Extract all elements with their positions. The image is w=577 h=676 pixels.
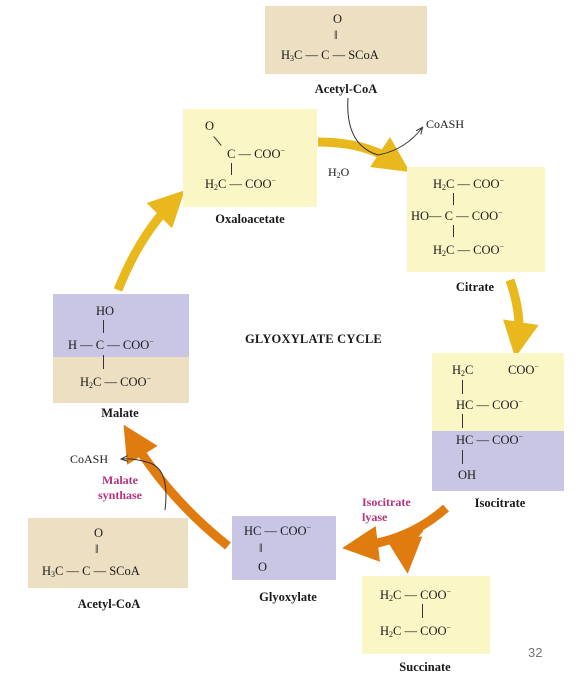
malate-ho: HO bbox=[96, 304, 115, 318]
malate-row3: H2C — COO− bbox=[80, 374, 152, 390]
citrate-row1: H2C — COO− bbox=[433, 176, 505, 192]
malate-box-top bbox=[53, 294, 189, 357]
acetyl-coa-top-box: O ‖ H3C — C — SCoA bbox=[265, 6, 427, 74]
oxaloacetate-o: O bbox=[205, 119, 215, 133]
bond bbox=[422, 604, 423, 618]
acetyl-formula: H3C — C — SCoA bbox=[42, 564, 140, 579]
arrow-citrate-to-isocitrate bbox=[503, 278, 539, 358]
oxaloacetate-row3: H2C — COO− bbox=[205, 176, 277, 192]
arrow-branch-to-succinate bbox=[386, 525, 424, 574]
bond bbox=[213, 136, 222, 146]
double-bond: ‖ bbox=[334, 28, 338, 42]
double-bond: ‖ bbox=[95, 542, 99, 556]
isocitrate-box-bottom bbox=[432, 431, 564, 491]
bond bbox=[103, 355, 104, 369]
carbonyl-o: O bbox=[94, 526, 104, 540]
malate-box-bottom bbox=[53, 357, 189, 403]
cycle-title: GLYOXYLATE CYCLE bbox=[245, 332, 382, 346]
arrow-oxaloacetate-to-citrate bbox=[317, 137, 410, 172]
isocitrate-row3: HC — COO− bbox=[456, 432, 524, 448]
bond bbox=[462, 414, 463, 428]
glyoxylate-o: O bbox=[258, 560, 268, 574]
citrate-row2: HO— C — COO− bbox=[411, 208, 503, 224]
arrow-coash-out-bottom bbox=[122, 459, 151, 464]
oxaloacetate-label: Oxaloacetate bbox=[215, 212, 285, 226]
coash-top: CoASH bbox=[426, 117, 465, 131]
succinate-row1: H2C — COO− bbox=[380, 587, 452, 603]
arrow-isocitrate-to-glyoxylate bbox=[342, 504, 449, 562]
arrow-acetylcoa-in-bottom bbox=[149, 462, 167, 511]
citrate-box: H2C — COO− HO— C — COO− H2C — COO− bbox=[407, 167, 545, 272]
carbonyl-o: O bbox=[333, 12, 343, 26]
bond bbox=[103, 320, 104, 333]
isocitrate-row1: H2C bbox=[452, 363, 474, 378]
acetyl-coa-bottom-box: O ‖ H3C — C — SCoA bbox=[28, 518, 188, 588]
page-number: 32 bbox=[528, 645, 543, 660]
h2o: H2O bbox=[328, 165, 350, 180]
acetyl-formula: H3C — C — SCoA bbox=[281, 48, 379, 63]
isocitrate-box-top bbox=[432, 353, 564, 431]
citrate-row3: H2C — COO− bbox=[433, 242, 505, 258]
bond bbox=[453, 193, 454, 205]
glyoxylate-box: HC — COO− ‖ O bbox=[232, 516, 336, 580]
arrow-acetylcoa-in-top bbox=[347, 97, 379, 156]
oxaloacetate-row2: C — COO− bbox=[227, 146, 285, 162]
isocitrate-oh: OH bbox=[458, 468, 477, 482]
bond bbox=[453, 225, 454, 237]
coash-bottom: CoASH bbox=[70, 452, 109, 466]
oxaloacetate-box: O C — COO− H2C — COO− bbox=[183, 109, 317, 207]
citrate-label: Citrate bbox=[455, 280, 495, 294]
arrow-glyoxylate-to-malate bbox=[123, 424, 231, 550]
isocitrate-label: Isocitrate bbox=[474, 496, 526, 510]
malate-label: Malate bbox=[101, 406, 139, 420]
succinate-row2: H2C — COO− bbox=[380, 623, 452, 639]
acetyl-coa-bottom-label: Acetyl-CoA bbox=[77, 597, 141, 611]
succinate-box: H2C — COO− H2C — COO− bbox=[362, 576, 490, 654]
double-bond: ‖ bbox=[259, 541, 263, 555]
arrow-malate-to-oxaloacetate bbox=[113, 190, 185, 292]
bond bbox=[231, 163, 232, 175]
arrow-coash-out-top bbox=[377, 128, 422, 156]
glyoxylate-row1: HC — COO− bbox=[244, 523, 312, 539]
glyoxylate-label: Glyoxylate bbox=[259, 590, 317, 604]
isocitrate-row2: HC — COO− bbox=[456, 397, 524, 413]
isocitrate-row1-coo: COO− bbox=[508, 362, 539, 378]
succinate-label: Succinate bbox=[399, 660, 451, 674]
bond bbox=[462, 450, 463, 464]
bond bbox=[462, 380, 463, 394]
acetyl-coa-top-label: Acetyl-CoA bbox=[314, 82, 378, 96]
malate-row2: H — C — COO− bbox=[68, 337, 154, 353]
